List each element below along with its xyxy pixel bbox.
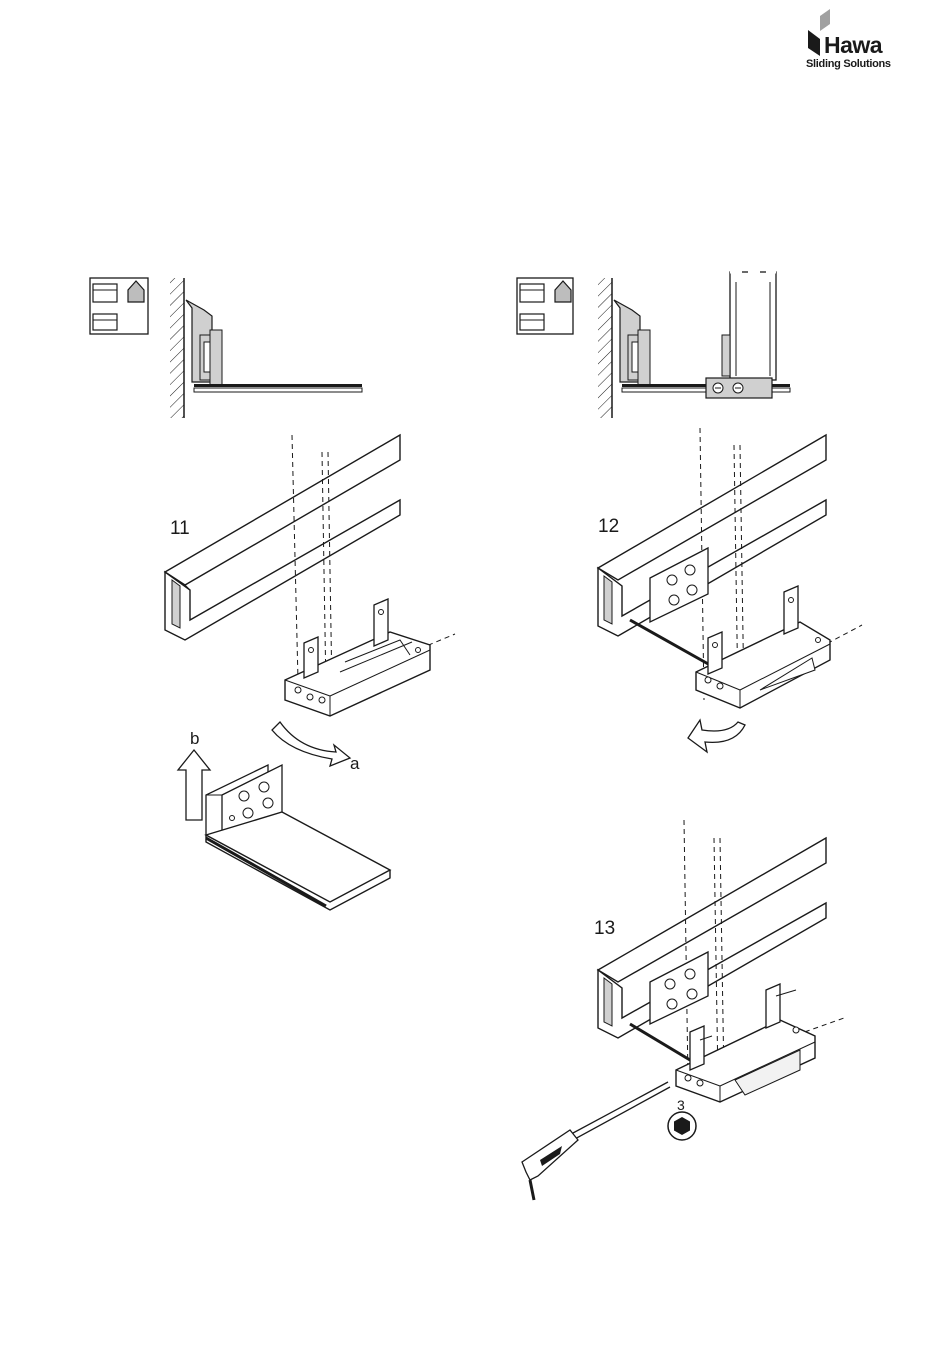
- step-12-wall-section: [598, 272, 790, 418]
- hex-key-size: 3: [677, 1097, 685, 1113]
- step-13-assembly: 3 13: [522, 820, 844, 1200]
- arrow-label-a: a: [350, 754, 360, 773]
- step-11-wall-section: [170, 278, 362, 418]
- step-12-number: 12: [598, 516, 619, 537]
- step-11-assembly: a b 11: [165, 435, 455, 910]
- step-11-legend-icon: [90, 278, 148, 334]
- step-12-legend-icon: [517, 278, 573, 334]
- step-11-number: 11: [170, 518, 190, 539]
- step-12-assembly: 12: [598, 428, 862, 752]
- arrow-label-b: b: [190, 729, 199, 748]
- step-13-number: 13: [594, 918, 615, 939]
